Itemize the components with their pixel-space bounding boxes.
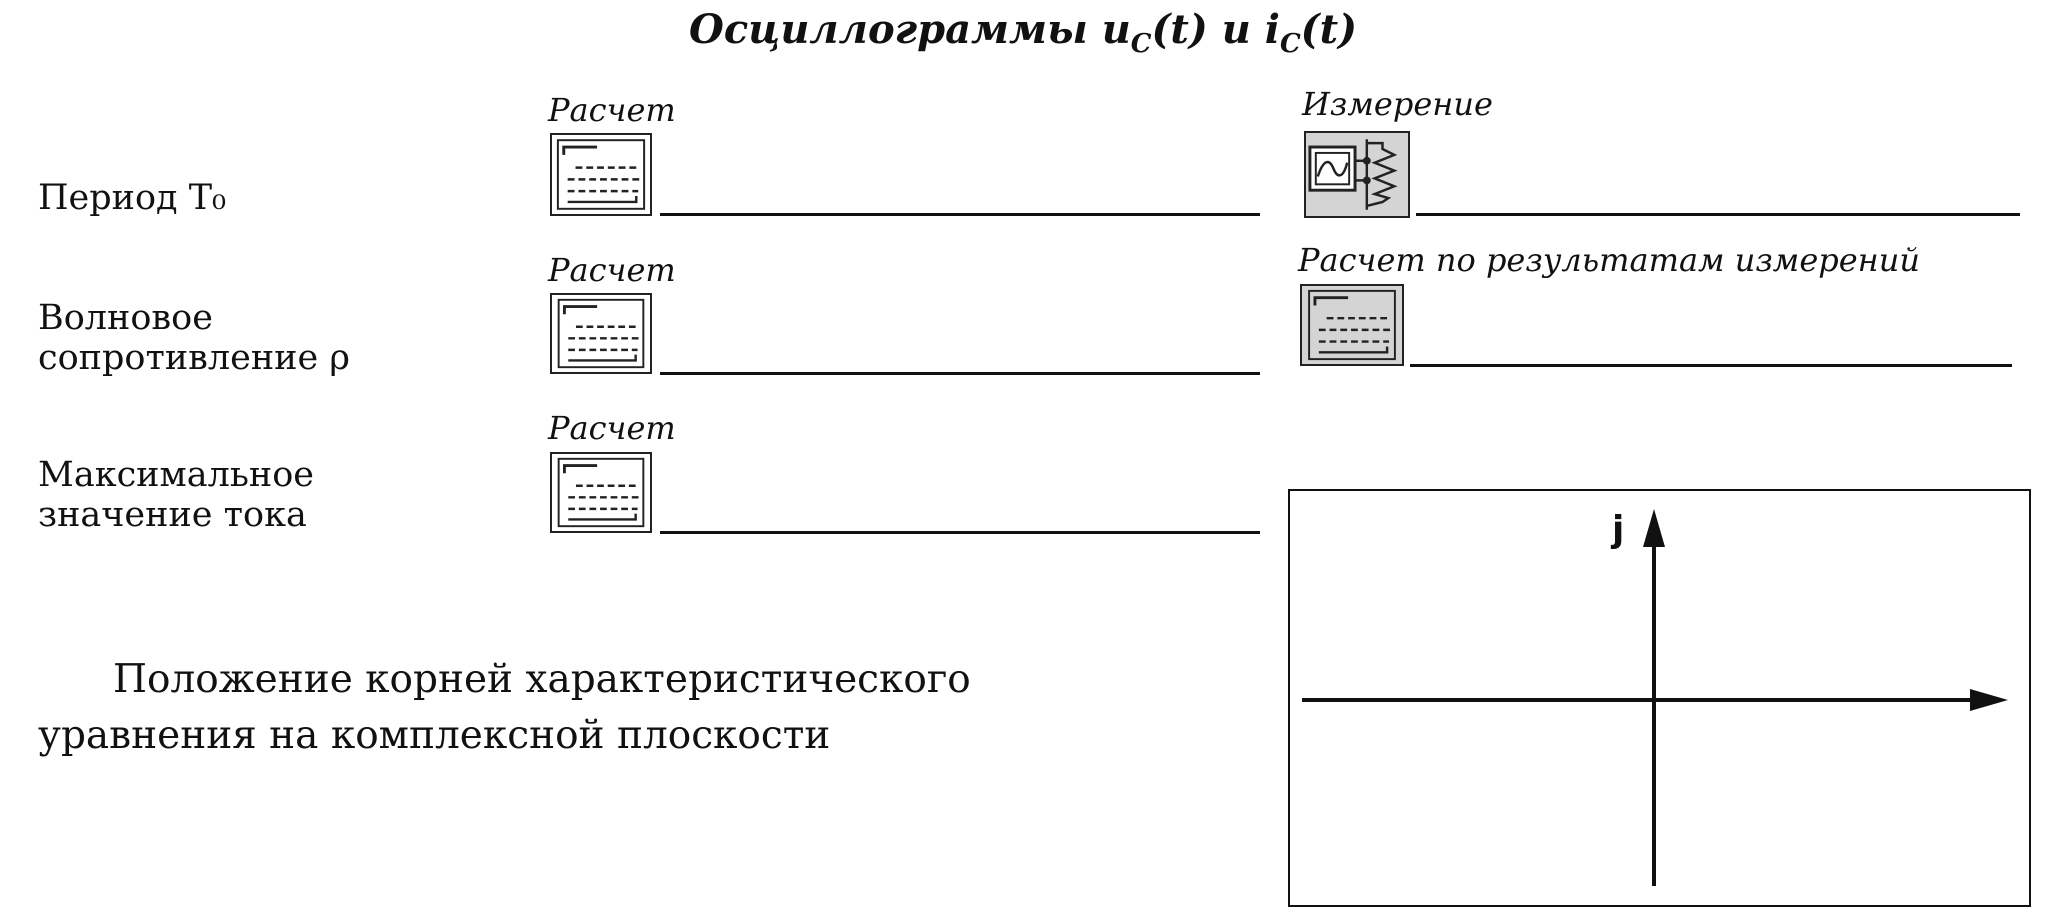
imaginary-axis-arrow <box>1643 509 1665 547</box>
roots-description: Положение корней характеристического ура… <box>38 652 1238 764</box>
period-calc-caption: Расчет <box>548 91 676 129</box>
max-current-calc-caption: Расчет <box>548 409 676 447</box>
title-u-argument: (t) и <box>1151 6 1265 53</box>
complex-plane-box[interactable]: j <box>1288 489 2031 907</box>
wave-impedance-label: Волновое сопротивление ρ <box>38 298 350 378</box>
roots-description-line2: уравнения на комплексной плоскости <box>38 713 831 758</box>
max-current-calc-field[interactable] <box>660 531 1260 534</box>
wave-impedance-calc-field[interactable] <box>660 372 1260 375</box>
title-u: u <box>1101 6 1131 53</box>
roots-description-line1: Положение корней характеристического <box>113 657 971 702</box>
calculator-icon[interactable] <box>550 293 652 374</box>
calc-from-measurements-caption: Расчет по результатам измерений <box>1298 241 1920 279</box>
calc-from-measurements-field[interactable] <box>1410 364 2012 367</box>
oscilloscope-icon[interactable] <box>1304 131 1410 218</box>
calculator-icon[interactable] <box>550 133 652 216</box>
calculator-icon[interactable] <box>550 452 652 533</box>
measurement-caption: Измерение <box>1302 85 1493 123</box>
calculator-icon[interactable] <box>1300 284 1404 366</box>
calculator-icon-graphic <box>556 139 646 210</box>
wave-impedance-label-line1: Волновое <box>38 298 213 338</box>
complex-plane-axes <box>1302 509 2008 886</box>
measurement-field[interactable] <box>1416 213 2020 216</box>
max-current-label: Максимальное значение тока <box>38 455 314 535</box>
max-current-label-line1: Максимальное <box>38 455 315 495</box>
calculator-icon-graphic <box>557 457 645 528</box>
oscilloscope-icon-graphic <box>1308 139 1398 210</box>
calculator-icon-graphic <box>1308 289 1396 361</box>
imaginary-axis-label: j <box>1612 509 1625 550</box>
period-calc-field[interactable] <box>660 213 1260 216</box>
wave-impedance-label-line2: сопротивление ρ <box>38 338 350 378</box>
title-i-argument: (t) <box>1300 6 1357 53</box>
period-label: Период T₀ <box>38 178 227 218</box>
calculator-icon-graphic <box>557 298 645 369</box>
title-u-subscript: C <box>1130 29 1152 59</box>
title-i: i <box>1264 6 1280 53</box>
title-i-subscript: C <box>1279 29 1301 59</box>
max-current-label-line2: значение тока <box>38 495 307 535</box>
wave-impedance-calc-caption: Расчет <box>548 251 676 289</box>
page-title: Осциллограммы uC(t) и iC(t) <box>0 6 2046 59</box>
title-prefix: Осциллограммы <box>688 6 1102 53</box>
real-axis-arrow <box>1970 689 2008 711</box>
